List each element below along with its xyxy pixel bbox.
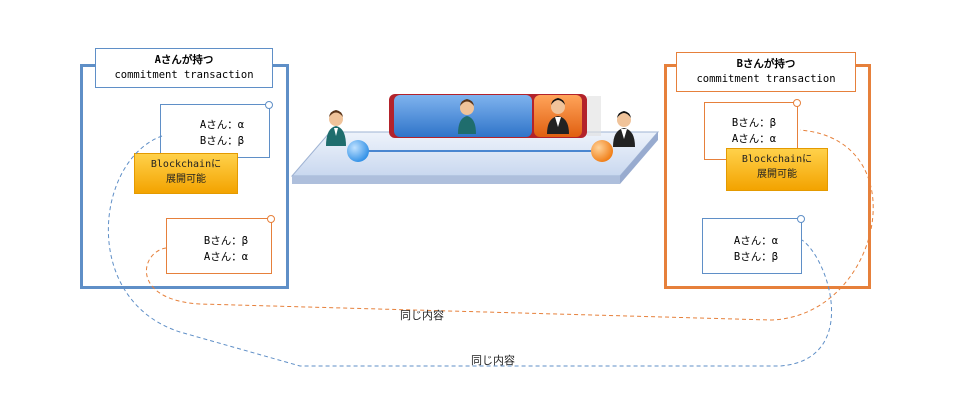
balance-bar xyxy=(389,94,601,138)
b-panel-title: Bさんが持つ commitment transaction xyxy=(676,52,856,92)
orange-same-content-label: 同じ内容 xyxy=(400,309,444,322)
scroll-curl xyxy=(265,101,273,109)
b-panel-title-owner: Bさんが持つ xyxy=(736,58,796,70)
scroll-curl xyxy=(797,215,805,223)
b-badge-line2: 展開可能 xyxy=(757,169,797,180)
b-tx-top-line2: Aさん：α xyxy=(731,133,777,145)
b-tx-top-line1: Bさん：β xyxy=(731,117,777,129)
blue-same-content-label: 同じ内容 xyxy=(471,354,515,367)
b-tx-scroll-bottom: Aさん：α Bさん：β xyxy=(702,215,805,274)
a-panel-title-type: commitment transaction xyxy=(114,69,254,81)
a-tx-scroll-bottom: Bさん：β Aさん：α xyxy=(166,215,275,274)
b-tx-bottom-line1: Aさん：α xyxy=(733,235,779,247)
b-tx-bottom-line2: Bさん：β xyxy=(733,251,779,263)
a-tx-scroll-top: Aさん：α Bさん：β xyxy=(160,101,273,158)
b-deployable-badge: Blockchainに 展開可能 xyxy=(726,148,828,191)
person-a-icon xyxy=(326,110,346,146)
b-endpoint-ball xyxy=(591,140,613,162)
person-b-icon xyxy=(613,111,635,147)
person-in-bar-icon xyxy=(458,99,476,134)
person-b-in-bar-icon xyxy=(547,98,569,134)
a-badge-line2: 展開可能 xyxy=(166,174,206,185)
a-endpoint-ball xyxy=(347,140,369,162)
a-tx-bottom-line1: Bさん：β xyxy=(203,235,249,247)
a-panel-title: Aさんが持つ commitment transaction xyxy=(95,48,273,88)
a-tx-bottom-line2: Aさん：α xyxy=(203,251,249,263)
scroll-curl xyxy=(793,99,801,107)
scroll-curl xyxy=(267,215,275,223)
a-deployable-badge: Blockchainに 展開可能 xyxy=(134,153,238,194)
a-panel-title-owner: Aさんが持つ xyxy=(154,54,214,66)
a-tx-top-line2: Bさん：β xyxy=(199,135,245,147)
b-badge-line1: Blockchainに xyxy=(741,154,813,165)
b-panel-title-type: commitment transaction xyxy=(696,73,836,85)
a-badge-line1: Blockchainに xyxy=(150,159,222,170)
a-tx-top-line1: Aさん：α xyxy=(199,119,245,131)
